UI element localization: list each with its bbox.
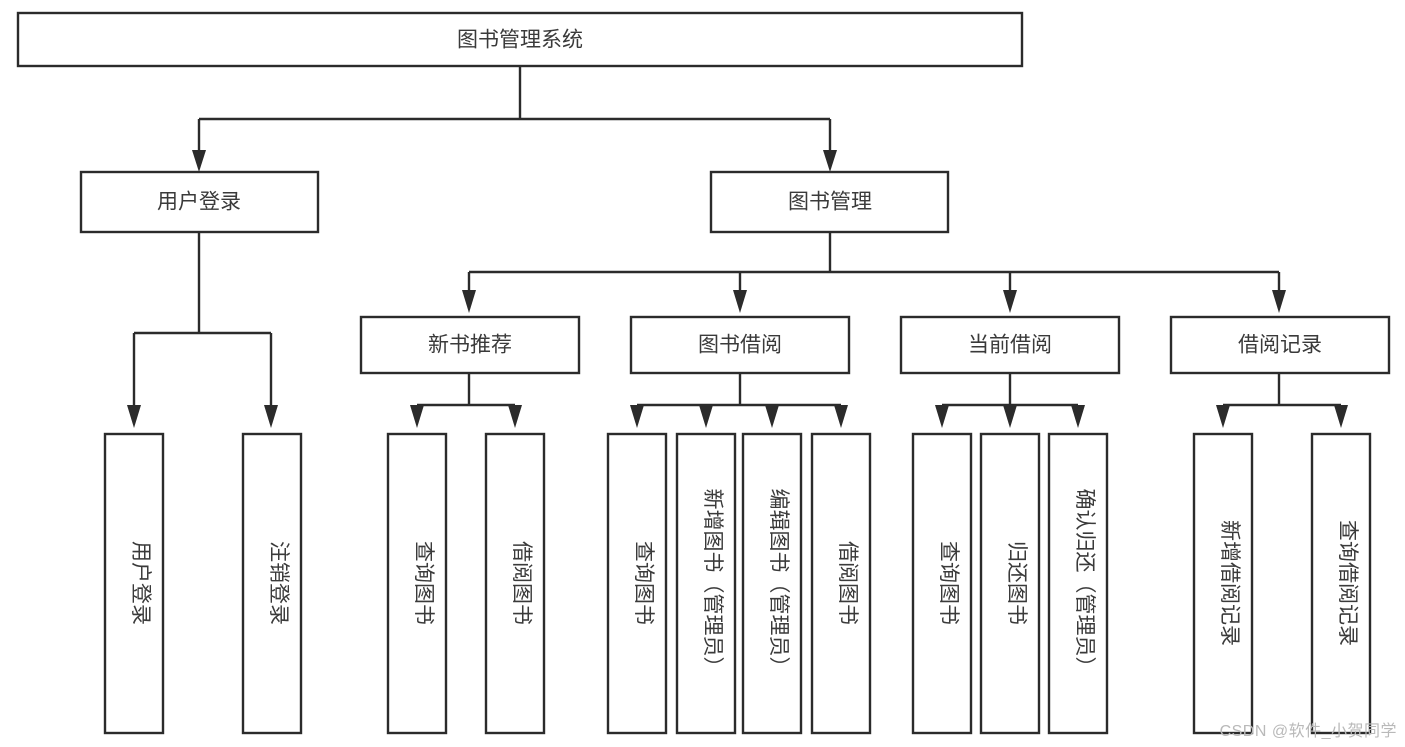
leaf-query-book-2[interactable]: 查询图书 <box>606 432 668 735</box>
arrow-to-add-borrow-record <box>1216 405 1230 428</box>
arrow-to-query-book-3 <box>935 405 949 428</box>
leaf-edit-book-admin-box[interactable] <box>741 432 803 735</box>
arrow-to-confirm-return-admin <box>1071 405 1085 428</box>
arrow-to-book-management <box>823 150 837 172</box>
leaf-borrow-book-2[interactable]: 借阅图书 <box>810 432 872 735</box>
leaf-borrow-book-1[interactable]: 借阅图书 <box>484 432 546 735</box>
leaf-query-borrow-record-label: 查询借阅记录 <box>1336 520 1359 646</box>
arrow-to-user-login <box>192 150 206 172</box>
arrow-to-query-borrow-record <box>1334 405 1348 428</box>
arrow-to-new-book-recommend <box>462 290 476 313</box>
arrow-to-book-borrow <box>733 290 747 313</box>
leaf-add-borrow-record[interactable]: 新增借阅记录 <box>1192 432 1254 735</box>
leaf-user-login-box[interactable] <box>103 432 165 735</box>
leaf-confirm-return-admin-label: 确认归还（管理员） <box>1073 489 1096 678</box>
connector-root-trunk <box>197 66 832 150</box>
leaf-borrow-book-2-box[interactable] <box>810 432 872 735</box>
leaf-borrow-book-1-label: 借阅图书 <box>510 541 533 625</box>
leaf-query-book-1[interactable]: 查询图书 <box>386 432 448 735</box>
node-new-book-recommend[interactable]: 新书推荐 <box>359 315 581 375</box>
leaf-return-book-box[interactable] <box>979 432 1041 735</box>
node-root-system-box[interactable] <box>16 11 1024 68</box>
connector-new-book-recommend-trunk <box>415 373 517 411</box>
node-book-management[interactable]: 图书管理 <box>709 170 950 234</box>
node-root-system-label: 图书管理系统 <box>457 29 583 52</box>
leaf-add-borrow-record-box[interactable] <box>1192 432 1254 735</box>
connector-book-management-trunk <box>467 232 1281 290</box>
leaf-return-book-label: 归还图书 <box>1005 541 1028 625</box>
node-user-login-label: 用户登录 <box>157 191 241 214</box>
node-borrow-record[interactable]: 借阅记录 <box>1169 315 1391 375</box>
leaf-add-book-admin-box[interactable] <box>675 432 737 735</box>
leaf-query-book-3-label: 查询图书 <box>937 541 960 625</box>
node-current-borrow-label: 当前借阅 <box>968 334 1052 357</box>
arrow-to-logout-leaf <box>264 405 278 428</box>
leaf-query-borrow-record[interactable]: 查询借阅记录 <box>1310 432 1372 735</box>
node-current-borrow[interactable]: 当前借阅 <box>899 315 1121 375</box>
node-borrow-record-box[interactable] <box>1169 315 1391 375</box>
node-user-login[interactable]: 用户登录 <box>79 170 320 234</box>
leaf-query-book-2-box[interactable] <box>606 432 668 735</box>
node-new-book-recommend-box[interactable] <box>359 315 581 375</box>
leaf-query-book-2-label: 查询图书 <box>632 541 655 625</box>
arrow-to-user-login-leaf <box>127 405 141 428</box>
leaf-logout-box[interactable] <box>241 432 303 735</box>
leaf-query-book-3[interactable]: 查询图书 <box>911 432 973 735</box>
arrow-to-borrow-record <box>1272 290 1286 313</box>
node-book-management-box[interactable] <box>709 170 950 234</box>
node-root-system[interactable]: 图书管理系统 <box>16 11 1024 68</box>
leaf-add-book-admin-label: 新增图书（管理员） <box>701 489 724 678</box>
leaf-add-borrow-record-label: 新增借阅记录 <box>1218 520 1241 646</box>
arrow-to-add-book-admin <box>699 405 713 428</box>
connector-borrow-record-trunk <box>1221 373 1343 411</box>
arrow-to-query-book-2 <box>630 405 644 428</box>
leaf-logout[interactable]: 注销登录 <box>241 432 303 735</box>
leaf-query-book-3-box[interactable] <box>911 432 973 735</box>
leaf-user-login[interactable]: 用户登录 <box>103 432 165 735</box>
leaf-add-book-admin[interactable]: 新增图书（管理员） <box>675 432 737 735</box>
node-user-login-box[interactable] <box>79 170 320 234</box>
node-new-book-recommend-label: 新书推荐 <box>428 334 512 357</box>
connector-user-login-trunk <box>132 232 273 405</box>
leaf-confirm-return-admin[interactable]: 确认归还（管理员） <box>1047 432 1109 735</box>
node-current-borrow-box[interactable] <box>899 315 1121 375</box>
node-book-borrow[interactable]: 图书借阅 <box>629 315 851 375</box>
node-book-management-label: 图书管理 <box>788 191 872 214</box>
leaf-logout-label: 注销登录 <box>267 541 290 625</box>
leaf-edit-book-admin-label: 编辑图书（管理员） <box>767 489 790 678</box>
arrow-to-borrow-book-2 <box>834 405 848 428</box>
node-book-borrow-label: 图书借阅 <box>698 334 782 357</box>
arrow-to-current-borrow <box>1003 290 1017 313</box>
leaf-confirm-return-admin-box[interactable] <box>1047 432 1109 735</box>
connector-layer <box>127 66 1348 428</box>
connector-book-borrow-trunk <box>635 373 843 411</box>
leaf-borrow-book-1-box[interactable] <box>484 432 546 735</box>
arrow-to-return-book <box>1003 405 1017 428</box>
arrow-to-query-book-1 <box>410 405 424 428</box>
node-book-borrow-box[interactable] <box>629 315 851 375</box>
leaf-query-book-1-box[interactable] <box>386 432 448 735</box>
leaf-query-book-1-label: 查询图书 <box>412 541 435 625</box>
leaf-user-login-label: 用户登录 <box>129 541 152 625</box>
leaf-edit-book-admin[interactable]: 编辑图书（管理员） <box>741 432 803 735</box>
leaf-query-borrow-record-box[interactable] <box>1310 432 1372 735</box>
leaf-borrow-book-2-label: 借阅图书 <box>836 541 859 625</box>
node-borrow-record-label: 借阅记录 <box>1238 334 1322 357</box>
arrow-to-borrow-book-1 <box>508 405 522 428</box>
leaf-return-book[interactable]: 归还图书 <box>979 432 1041 735</box>
arrow-to-edit-book-admin <box>765 405 779 428</box>
